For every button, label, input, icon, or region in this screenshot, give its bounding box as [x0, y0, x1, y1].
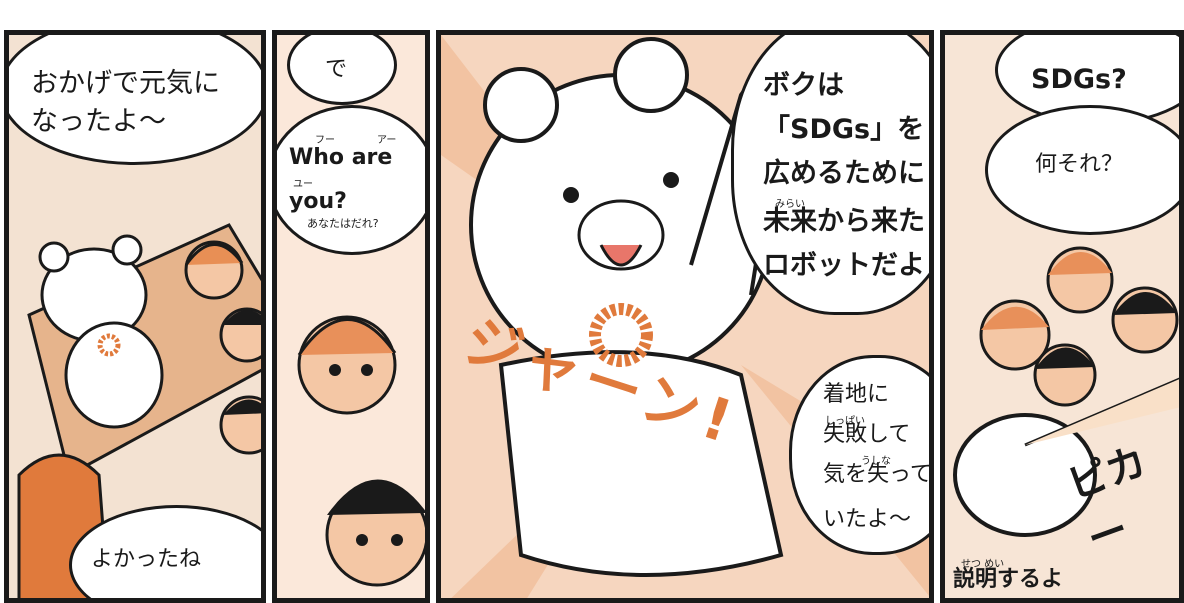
ruby-text: せつ めい — [961, 559, 1005, 570]
caption-text: 説明するよ — [953, 567, 1064, 592]
thought-text-line: いたよ～ — [823, 507, 912, 532]
panel-2-art — [297, 315, 425, 587]
ruby-text: うしな — [861, 456, 891, 467]
panel-3: ジャーン! ボクは 「SDGs」を 広めるために みらい 未来から来た ロボット… — [436, 30, 934, 603]
bubble-text-line: おかげで元気に — [31, 68, 220, 99]
bubble-text: よかったね — [91, 547, 202, 572]
thought-text-line: 失敗して — [823, 422, 911, 447]
panel-3-art — [441, 35, 929, 598]
ruby-text: アー — [377, 135, 397, 146]
ruby-text: ユー — [293, 179, 313, 190]
bubble-text-line: Who are — [289, 145, 393, 170]
thought-bubble — [789, 355, 929, 555]
bubble-text-line: 広めるために — [763, 158, 925, 189]
ruby-text: フー — [315, 135, 335, 146]
bubble-text-line: なったよ～ — [31, 106, 166, 137]
ruby-text: しっぱい — [825, 416, 865, 427]
bubble-text-line: ロボットだよ — [763, 250, 925, 281]
bubble-small-text: あなたはだれ? — [307, 217, 379, 230]
panel-1: おかげで元気に なったよ～ よかったね — [4, 30, 266, 603]
bubble-text-line: you? — [289, 189, 347, 214]
panel-2: で フー アー Who are ユー you? あなたはだれ? — [272, 30, 430, 603]
panel-1-art — [17, 223, 261, 598]
bubble-text-line: 何それ？ — [1035, 152, 1124, 177]
panel-4: SDGs? 何それ？ ピカー せつ めい 説明するよ — [940, 30, 1184, 603]
ruby-text: みらい — [775, 199, 805, 210]
bubble-text-line: 未来から来た — [763, 206, 925, 237]
thought-text-line: 気を失って — [823, 462, 932, 487]
panel-4-art — [953, 246, 1179, 537]
speech-bubble-nani — [985, 105, 1179, 235]
speech-bubble-de — [287, 35, 397, 105]
speech-bubble-who — [277, 105, 425, 255]
thought-text-line: 着地に — [823, 382, 890, 407]
bubble-text-line: ボクは — [763, 70, 844, 101]
bubble-text: で — [325, 57, 348, 82]
bubble-text-line: 「SDGs」を — [763, 114, 925, 145]
speech-bubble-main — [731, 35, 929, 315]
bubble-text-line: SDGs? — [1031, 64, 1127, 95]
speech-bubble-top — [9, 35, 261, 165]
